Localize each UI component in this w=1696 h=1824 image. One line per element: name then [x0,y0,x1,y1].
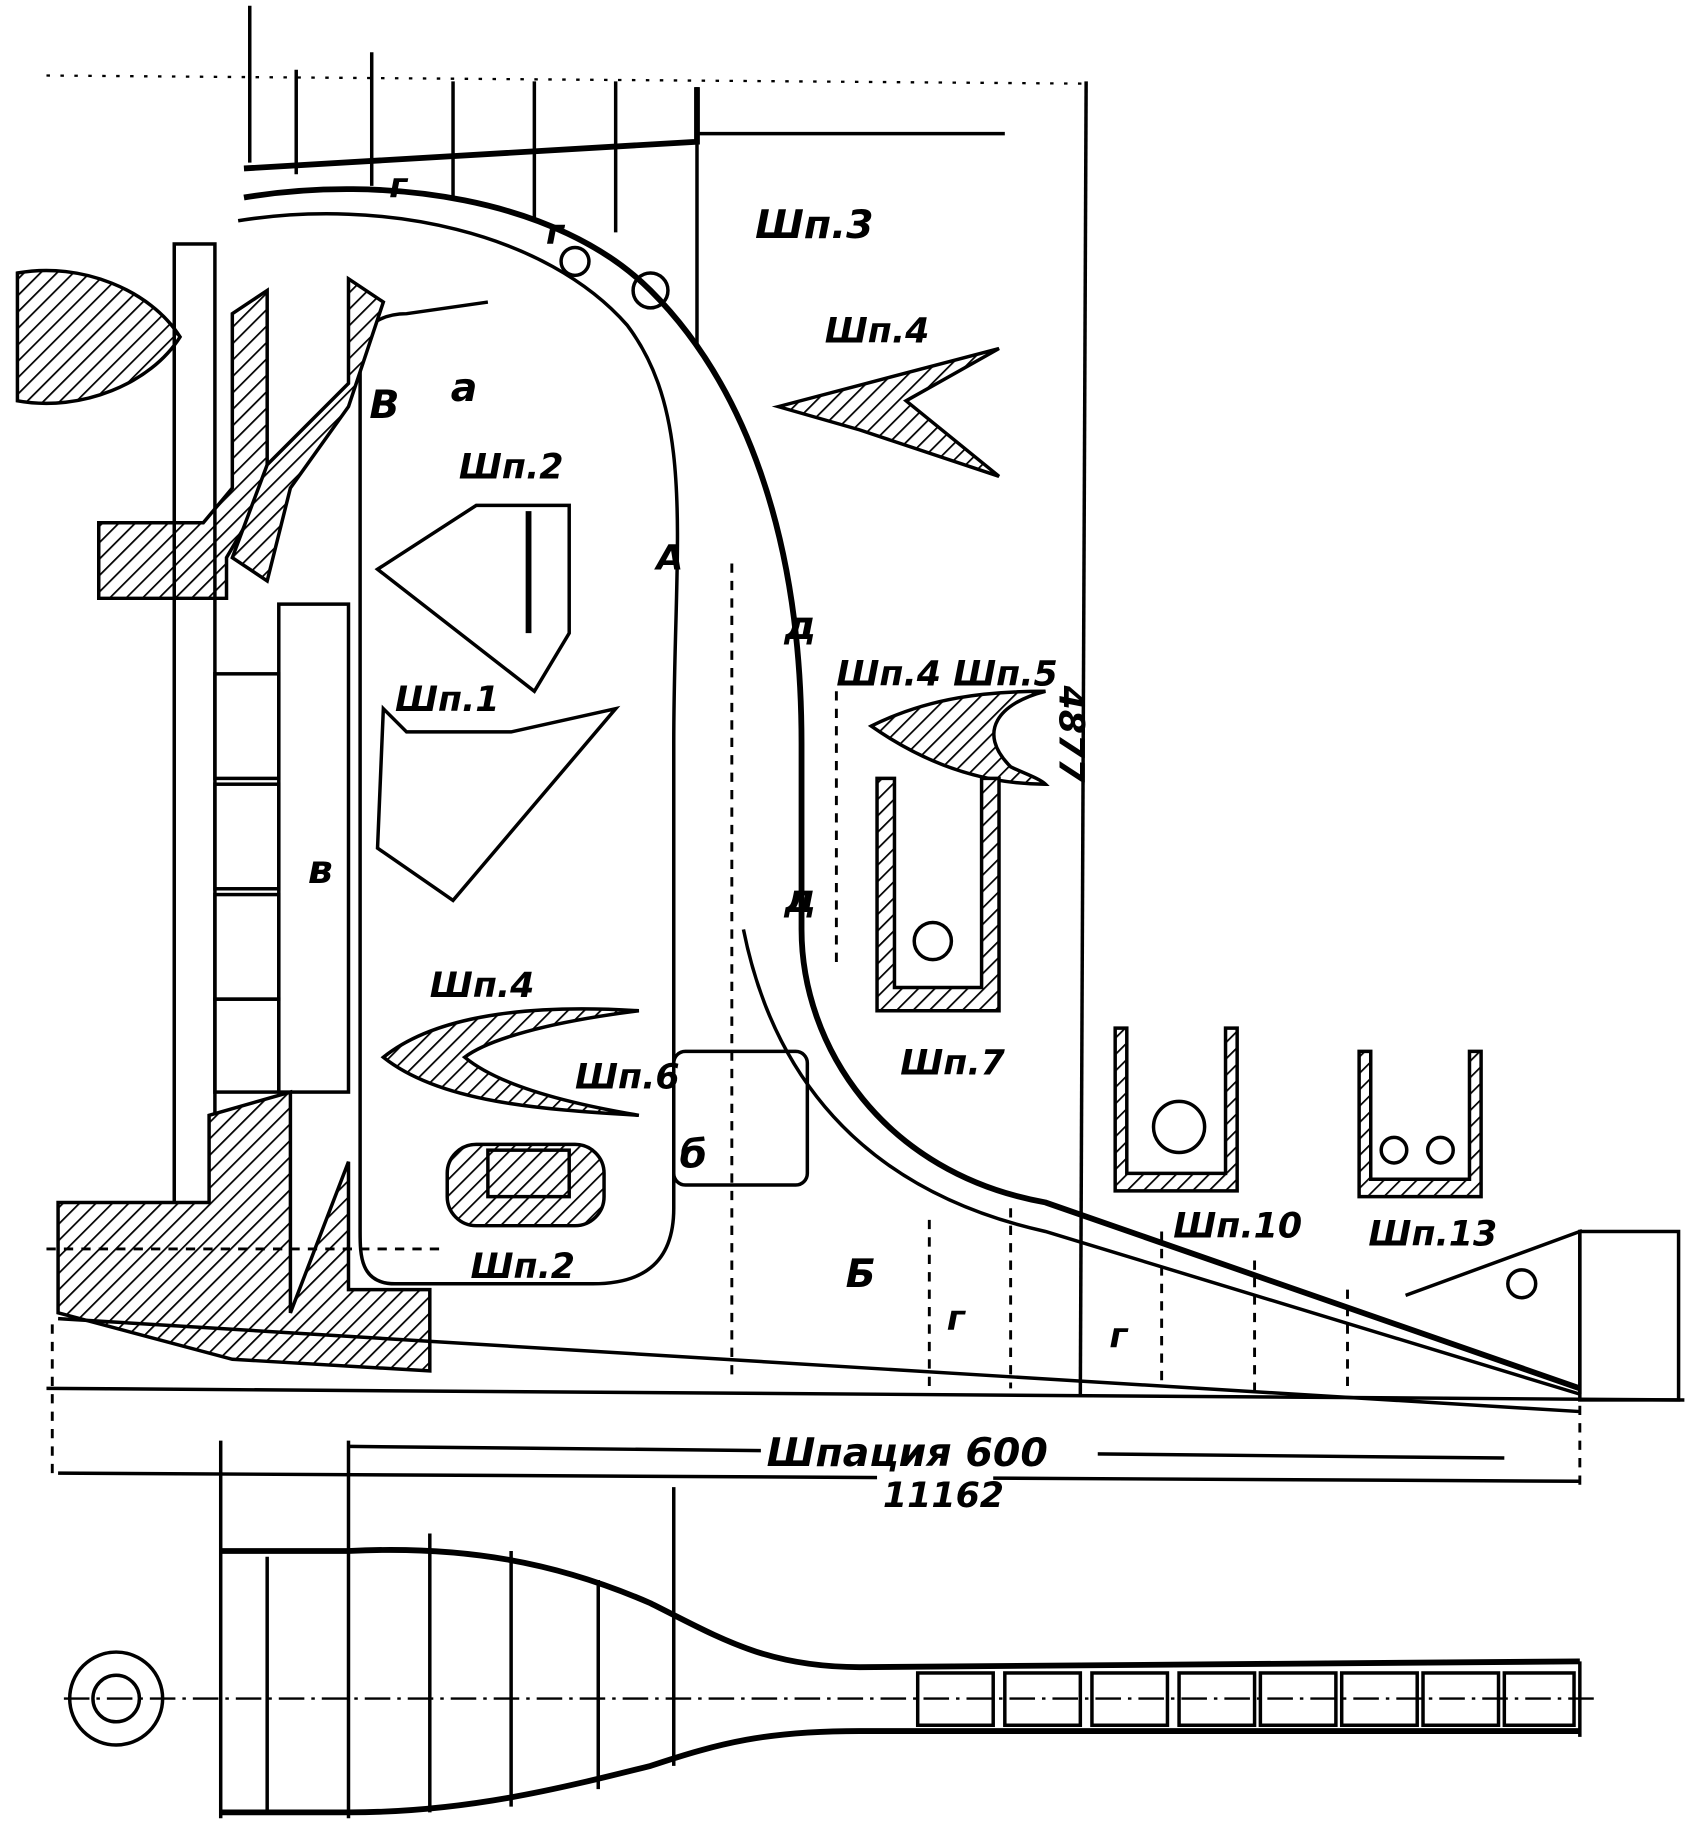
label-sh13: Шп.13 [1368,1214,1497,1254]
dimension-length: 11162 [883,1476,1004,1516]
label-sh2-top: Шп.2 [459,448,564,488]
left-column [15,242,1685,1414]
label-g1: г [389,167,409,207]
label-sh3: Шп.3 [755,202,874,248]
label-sh7: Шп.7 [900,1044,1005,1084]
label-sh1: Шп.1 [395,680,500,720]
label-v-lower: в [308,847,333,893]
label-sh2-bottom: Шп.2 [470,1247,575,1287]
label-sh4-top: Шп.4 [825,312,930,352]
label-sh6: Шп.6 [575,1058,680,1098]
label-d2: д [783,876,816,922]
label-A: А [653,538,683,578]
label-sh4-mid: Шп.4 [430,966,535,1006]
label-d1: д [783,603,816,649]
dimension-height: 4877 [1050,684,1090,783]
label-g3: г [947,1299,967,1339]
label-g4: г [1109,1317,1129,1357]
dimension-spacing: Шпация 600 [767,1430,1048,1476]
upper-structure [46,5,1581,1396]
labels: г г Шп.3 Шп.4 В а Шп.2 А д Шп.4 Шп.5 487… [308,167,1497,1516]
label-a: а [451,365,478,411]
label-g2: г [546,213,566,253]
plan-view [63,1440,1598,1819]
label-sh10: Шп.10 [1173,1206,1302,1246]
label-sh4-sh5: Шп.4 Шп.5 [836,654,1057,694]
label-B-cap: Б [846,1251,876,1297]
label-V-upper: В [369,382,399,428]
sections [374,346,1681,1402]
label-b-small: б [680,1132,708,1178]
